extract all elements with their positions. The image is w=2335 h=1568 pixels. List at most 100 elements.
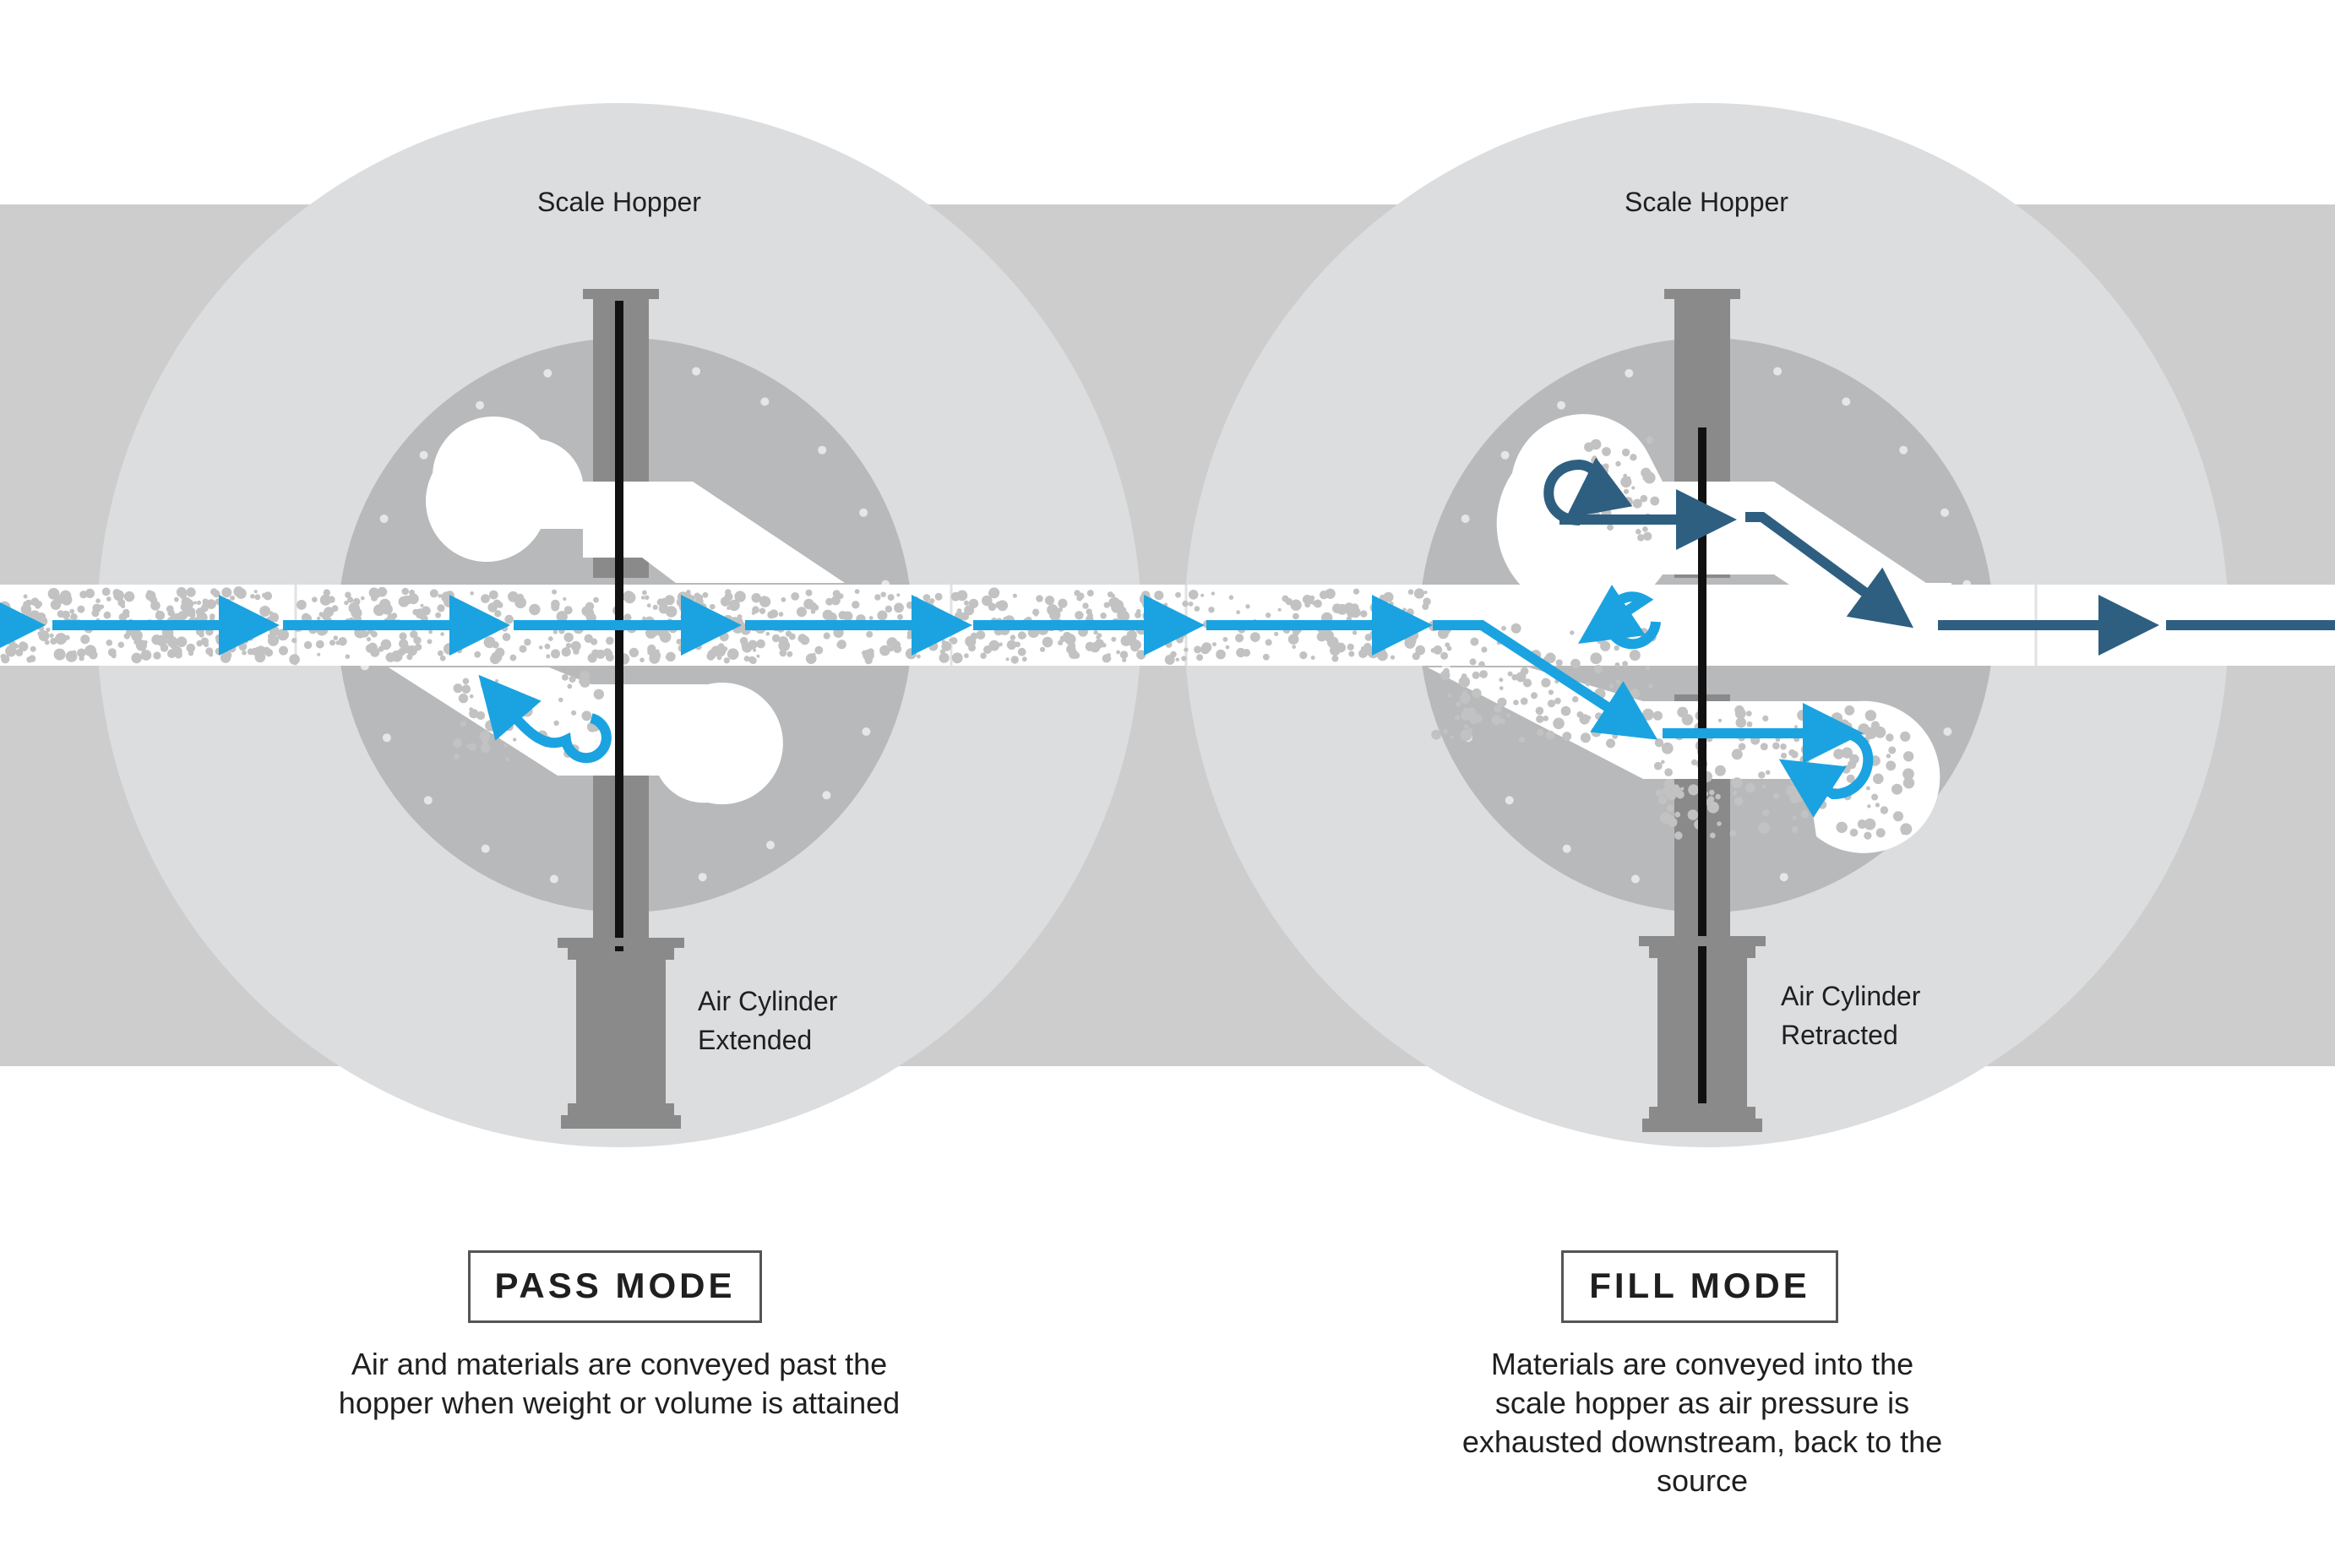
bolt-dot: [760, 397, 770, 406]
particle: [696, 594, 704, 602]
particle: [1814, 793, 1826, 804]
particle: [864, 656, 873, 665]
particle: [1242, 649, 1251, 657]
particle: [1545, 652, 1556, 664]
particle: [1407, 635, 1417, 645]
particle: [345, 654, 351, 659]
bolt-dot: [1557, 400, 1565, 410]
particle: [1874, 726, 1886, 738]
particle: [1746, 721, 1753, 727]
swirl-arrow-fill-upper: [1543, 457, 1633, 525]
particle: [1646, 436, 1653, 444]
particle: [504, 721, 514, 732]
particle: [259, 606, 271, 617]
particle: [1864, 818, 1876, 830]
particle: [1126, 631, 1131, 636]
particle: [680, 612, 689, 622]
particle: [805, 589, 813, 596]
particle: [1607, 524, 1614, 531]
particle: [1178, 618, 1184, 623]
particle: [654, 631, 659, 636]
particle: [347, 596, 354, 603]
particle: [373, 604, 385, 617]
particle: [606, 653, 614, 662]
particle: [435, 612, 442, 618]
particle: [1675, 790, 1685, 799]
particle: [402, 595, 412, 605]
particle: [1472, 714, 1483, 723]
particle: [514, 596, 526, 609]
particle: [836, 641, 843, 648]
particle: [520, 705, 525, 710]
particle: [640, 657, 645, 662]
particle: [5, 645, 17, 657]
particle: [1353, 588, 1360, 595]
particle: [1249, 632, 1260, 642]
particle: [409, 589, 416, 596]
particle: [1111, 636, 1117, 642]
particle: [437, 650, 444, 656]
particle: [786, 651, 793, 657]
particle: [1316, 631, 1327, 642]
particle: [1632, 693, 1637, 697]
particle: [215, 634, 222, 641]
particle: [188, 651, 194, 656]
particle: [95, 598, 101, 603]
particle: [204, 642, 210, 647]
particle: [1235, 634, 1244, 643]
particle: [1103, 602, 1110, 608]
particle: [1074, 590, 1080, 596]
particle: [551, 602, 560, 612]
particle: [77, 648, 86, 658]
particle: [1614, 645, 1619, 651]
particle: [1402, 607, 1407, 612]
particle: [1585, 681, 1591, 687]
particle: [1017, 631, 1026, 640]
particle: [103, 611, 112, 619]
particle: [1149, 641, 1155, 648]
particle: [1547, 700, 1556, 708]
particle: [1715, 793, 1721, 800]
particle: [1464, 724, 1469, 729]
particle: [803, 598, 814, 610]
particle: [1903, 751, 1914, 762]
particle: [810, 609, 816, 614]
particle: [580, 677, 591, 688]
air-cylinder-label-left-line1: Air Cylinder: [698, 986, 838, 1016]
particle: [569, 675, 576, 683]
particle: [106, 596, 112, 602]
particle: [1606, 738, 1615, 749]
particle: [1793, 725, 1799, 729]
particle: [651, 651, 661, 661]
particle: [1745, 782, 1755, 793]
particle: [1433, 645, 1443, 655]
particle: [101, 587, 111, 596]
particle: [825, 597, 834, 606]
particle: [1459, 693, 1471, 705]
particle: [887, 594, 895, 602]
particle: [106, 640, 113, 646]
particle: [279, 645, 288, 656]
bolt-dot: [1773, 367, 1783, 376]
particle: [1423, 597, 1431, 606]
particle: [570, 640, 581, 651]
bolt-dot: [822, 791, 831, 800]
particle: [1479, 670, 1488, 678]
particle: [1576, 711, 1584, 718]
particle: [1116, 650, 1120, 655]
particle: [593, 596, 599, 603]
description-line: scale hopper as air pressure is: [1494, 1386, 1910, 1420]
particle: [1520, 667, 1529, 676]
particle: [235, 607, 243, 614]
particle: [1595, 712, 1603, 720]
particle: [742, 642, 753, 653]
particle: [1111, 602, 1123, 613]
particle: [1447, 693, 1452, 698]
particle: [111, 652, 117, 659]
particle: [1555, 659, 1563, 667]
particle: [171, 641, 177, 647]
bolt-dot: [1899, 445, 1908, 455]
particle: [1891, 783, 1902, 795]
particle: [923, 594, 931, 602]
particle: [150, 596, 158, 604]
